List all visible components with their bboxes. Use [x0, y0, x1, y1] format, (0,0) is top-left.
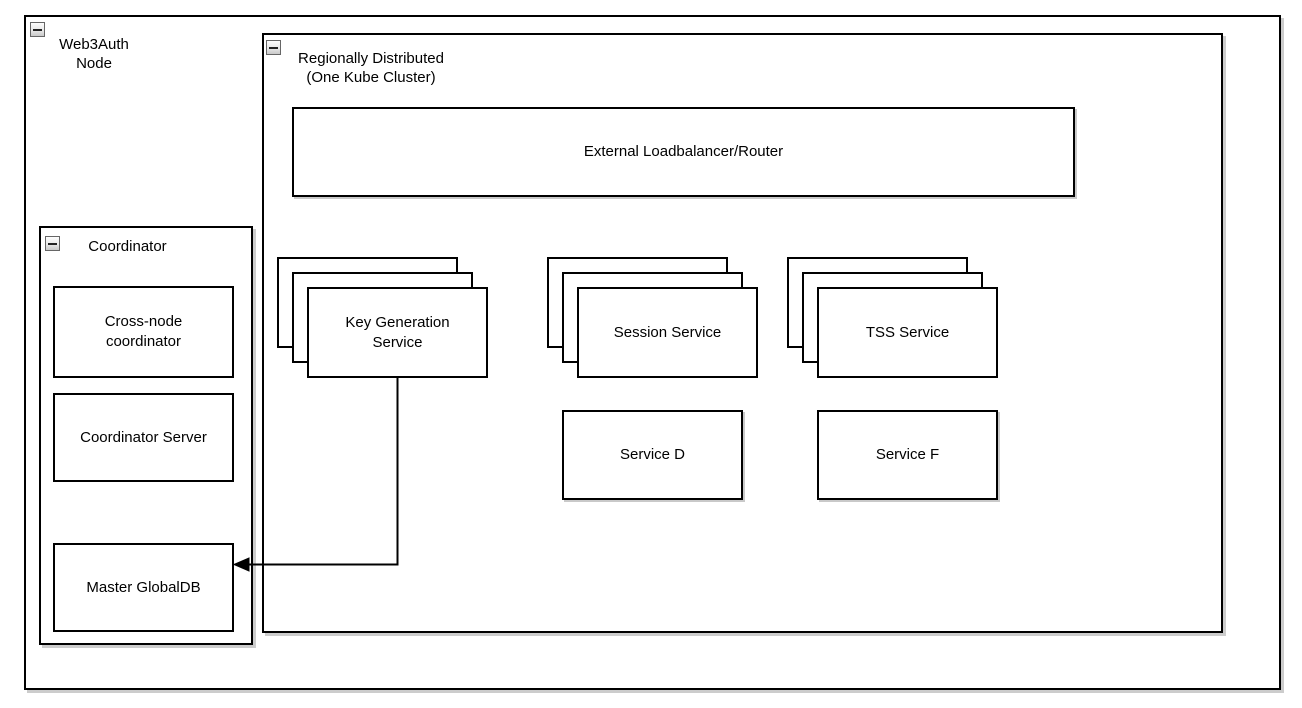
collapse-minus-icon[interactable] — [45, 236, 60, 251]
box-coordinator-server-label: Coordinator Server — [80, 428, 207, 446]
box-service-d[interactable]: Service D — [562, 410, 743, 500]
box-external-loadbalancer[interactable]: External Loadbalancer/Router — [292, 107, 1075, 197]
stack-tss-service-front[interactable]: TSS Service — [817, 287, 998, 378]
box-master-globaldb[interactable]: Master GlobalDB — [53, 543, 234, 632]
box-service-d-label: Service D — [619, 446, 686, 463]
box-service-f[interactable]: Service F — [817, 410, 998, 500]
collapse-minus-icon[interactable] — [30, 22, 45, 37]
stack-key-generation-service-label: Key Generation Service — [345, 313, 450, 351]
container-coordinator-label: Coordinator — [88, 238, 167, 255]
minus-icon — [269, 46, 278, 49]
box-coordinator-server[interactable]: Coordinator Server — [53, 393, 234, 482]
box-service-f-label: Service F — [875, 446, 940, 463]
minus-icon — [48, 242, 57, 245]
box-master-globaldb-label: Master GlobalDB — [86, 578, 201, 596]
box-cross-node-coordinator-label: Cross-node coordinator — [104, 313, 183, 350]
stack-session-service-label: Session Service — [613, 323, 722, 341]
container-regionally-distributed-label: Regionally Distributed (One Kube Cluster… — [298, 50, 444, 86]
container-web3auth-node-label: Web3Auth Node — [59, 36, 129, 72]
minus-icon — [33, 28, 42, 31]
stack-tss-service-label: TSS Service — [865, 323, 950, 341]
box-external-loadbalancer-label: External Loadbalancer/Router — [583, 143, 784, 160]
collapse-minus-icon[interactable] — [266, 40, 281, 55]
box-cross-node-coordinator[interactable]: Cross-node coordinator — [53, 286, 234, 378]
stack-key-generation-service-front[interactable]: Key Generation Service — [307, 287, 488, 378]
stack-session-service-front[interactable]: Session Service — [577, 287, 758, 378]
